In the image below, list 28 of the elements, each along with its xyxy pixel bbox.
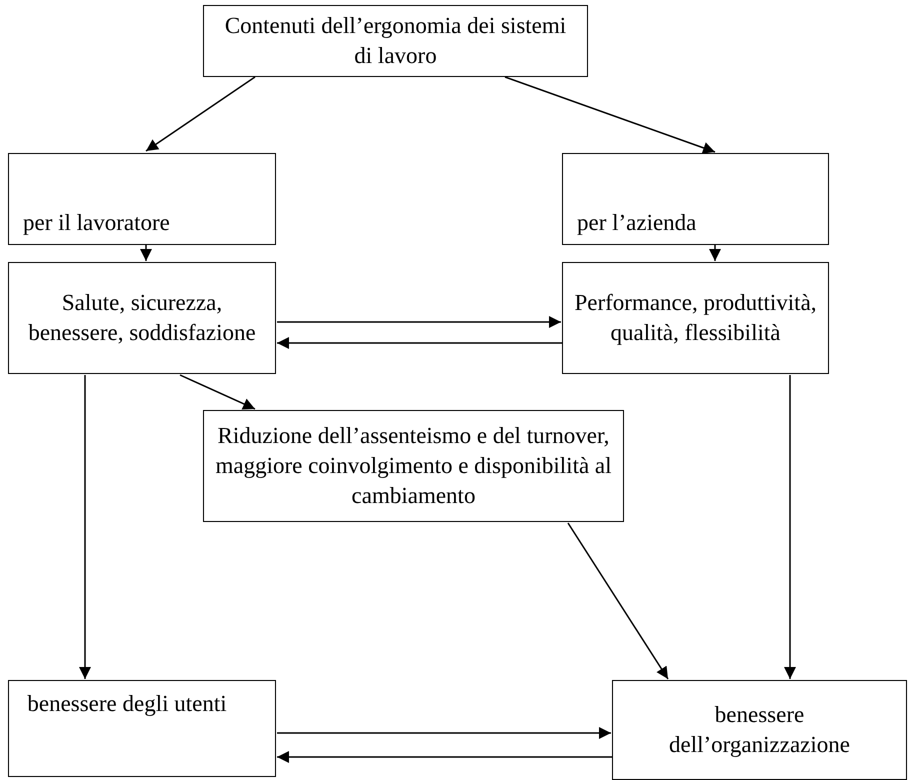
box-label: per l’azienda [577, 209, 696, 238]
arrow [180, 374, 256, 410]
box-label: per il lavoratore [23, 209, 170, 238]
text-box [203, 410, 624, 522]
text-box [612, 680, 907, 780]
arrow [146, 76, 256, 152]
arrow [709, 245, 721, 261]
box-label: benessere dell’organizzazione [668, 701, 851, 759]
text-box [562, 262, 829, 374]
box-label: Contenuti dell’ergonomia dei sistemi di lavoro [224, 12, 568, 70]
arrow [277, 316, 561, 328]
box-label: benessere degli utenti [27, 690, 227, 718]
text-box [8, 262, 276, 374]
box-label: Performance, produttività, qualità, flessibilità [573, 289, 818, 347]
box-label: Riduzione dell’assenteismo e del turnover, maggiore coinvolgimento e disponibilità al cambiamento [214, 422, 613, 510]
box-label: Salute, sicurezza, benessere, soddisfazione [27, 289, 257, 347]
text-box [8, 153, 276, 245]
arrow [79, 375, 91, 679]
arrow [277, 727, 611, 739]
arrow [277, 337, 562, 349]
arrow [567, 522, 669, 680]
text-box [562, 153, 829, 245]
arrow [784, 375, 796, 679]
arrow [504, 76, 716, 154]
arrow [140, 245, 152, 261]
arrow [277, 751, 612, 763]
text-box [8, 680, 276, 777]
text-box [203, 5, 588, 77]
